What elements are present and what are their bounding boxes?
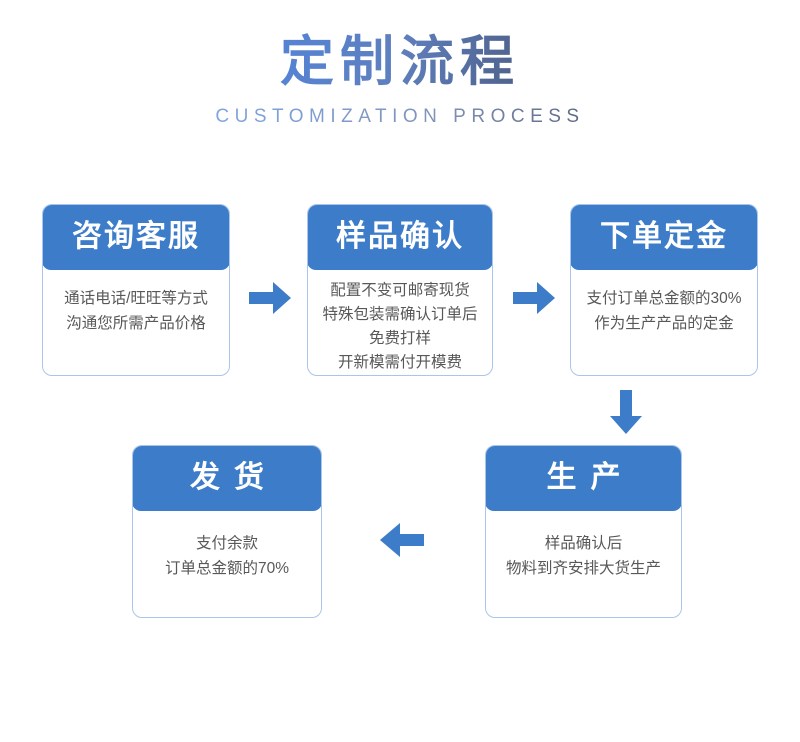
flow-step-body-line: 样品确认后 (544, 535, 623, 552)
flow-step-title-3: 下单定金 (571, 205, 757, 270)
flow-step-body-1: 通话电话/旺旺等方式 沟通您所需产品价格 (43, 270, 229, 336)
flow-step-card-5[interactable]: 发货 支付余款 订单总金额的70% (132, 445, 322, 618)
flow-step-title-4: 生产 (486, 446, 681, 511)
flow-step-body-line: 支付余款 (195, 535, 258, 552)
page-header: 定制流程 CUSTOMIZATION PROCESS (0, 0, 800, 128)
flow-step-body-5: 支付余款 订单总金额的70% (133, 511, 321, 581)
flow-step-card-3[interactable]: 下单定金 支付订单总金额的30% 作为生产产品的定金 (570, 204, 758, 376)
page-subtitle: CUSTOMIZATION PROCESS (0, 92, 800, 128)
flow-step-body-4: 样品确认后 物料到齐安排大货生产 (486, 511, 681, 581)
flow-step-body-line: 支付订单总金额的30% (586, 290, 742, 307)
flow-step-title-5: 发货 (133, 446, 321, 511)
flow-step-body-3: 支付订单总金额的30% 作为生产产品的定金 (571, 270, 757, 336)
page-title: 定制流程 (0, 0, 800, 92)
arrow-right-icon-1 (249, 281, 291, 315)
flow-step-body-2: 配置不变可邮寄现货 特殊包装需确认订单后 免费打样 开新模需付开模费 (308, 270, 492, 375)
flow-step-title-1: 咨询客服 (43, 205, 229, 270)
flow-step-body-line: 开新模需付开模费 (337, 354, 462, 371)
flow-step-card-1[interactable]: 咨询客服 通话电话/旺旺等方式 沟通您所需产品价格 (42, 204, 230, 376)
arrow-left-icon-4 (380, 522, 424, 558)
flow-step-body-line: 物料到齐安排大货生产 (505, 560, 661, 577)
flow-step-body-line: 免费打样 (368, 330, 431, 347)
flow-step-body-line: 通话电话/旺旺等方式 (64, 290, 208, 307)
arrow-right-icon-2 (513, 281, 555, 315)
flow-step-body-line: 配置不变可邮寄现货 (330, 282, 470, 299)
arrow-down-icon-3 (609, 390, 643, 434)
flow-step-card-2[interactable]: 样品确认 配置不变可邮寄现货 特殊包装需确认订单后 免费打样 开新模需付开模费 (307, 204, 493, 376)
flow-step-title-2: 样品确认 (308, 205, 492, 270)
flow-step-card-4[interactable]: 生产 样品确认后 物料到齐安排大货生产 (485, 445, 682, 618)
flow-step-body-line: 订单总金额的70% (164, 560, 290, 577)
flow-step-body-line: 作为生产产品的定金 (594, 315, 734, 332)
flow-step-body-line: 沟通您所需产品价格 (66, 315, 206, 332)
flow-step-body-line: 特殊包装需确认订单后 (322, 306, 478, 323)
